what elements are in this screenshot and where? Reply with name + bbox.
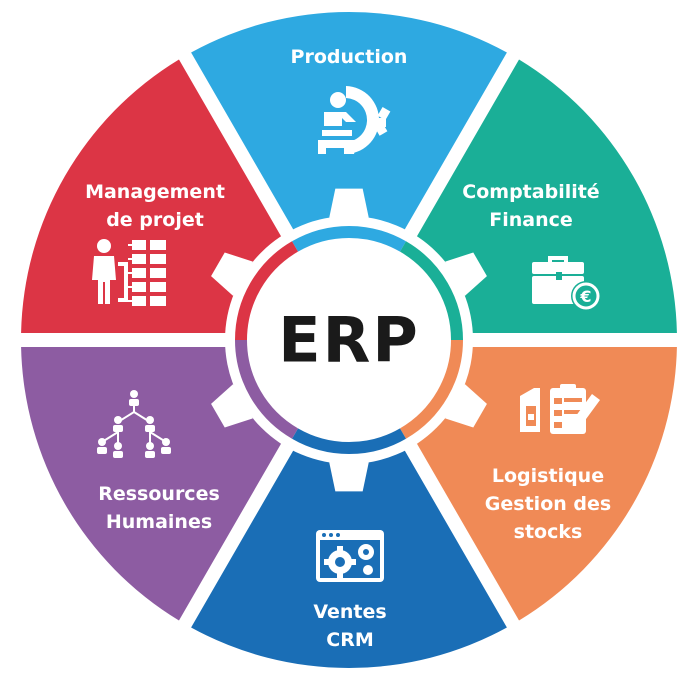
gear-tooth <box>445 384 487 428</box>
segment-label-line: Humaines <box>105 511 213 533</box>
gear-tooth <box>211 384 253 428</box>
segment-label-finance: Comptabilité Finance <box>462 178 599 234</box>
hub-ring-arc-hr <box>235 339 299 439</box>
segment-label-line: Production <box>290 46 408 68</box>
hub-ring-arc-logistics <box>399 339 463 439</box>
segment-label-project: Management de projet <box>85 178 225 234</box>
person-icon <box>129 390 139 406</box>
segment-label-line: CRM <box>326 629 374 651</box>
org-chart-people-icon <box>97 390 171 458</box>
segment-label-line: Finance <box>489 209 573 231</box>
browser-gears-icon <box>316 530 384 582</box>
hub-ring-arc-production <box>292 226 406 252</box>
hub <box>225 216 473 464</box>
hub-center-disc <box>251 242 447 438</box>
segment-label-line: Gestion des <box>484 493 612 515</box>
segment-label-line: Logistique <box>491 465 605 487</box>
segment-label-line: de projet <box>106 209 204 231</box>
gear-tooth <box>211 252 253 296</box>
segment-label-production: Production <box>291 43 408 71</box>
segment-label-line: Ressources <box>98 483 220 505</box>
person-icon <box>145 442 155 458</box>
segment-logistics <box>415 346 677 621</box>
segment-project <box>21 59 283 334</box>
segment-label-hr: Ressources Humaines <box>98 480 220 536</box>
segment-label-line: stocks <box>513 521 583 543</box>
warehouse-clipboard-icon <box>520 384 600 434</box>
hub-ring-arc-project <box>235 241 299 341</box>
hub-ring-arc-finance <box>399 241 463 341</box>
segment-finance <box>415 59 677 334</box>
gear-tooth <box>329 188 369 218</box>
gear-tooth <box>445 252 487 296</box>
segment-label-sales: Ventes CRM <box>313 598 386 654</box>
gear-tooth <box>329 462 369 492</box>
engineer-gear-icon <box>318 86 391 155</box>
segment-label-line: Management <box>85 181 225 203</box>
segment-label-logistics: Logistique Gestion des stocks <box>485 462 611 546</box>
erp-title: ERP <box>278 303 420 377</box>
person-icon <box>113 416 123 432</box>
briefcase-euro-icon: € <box>532 256 601 311</box>
segment-hr <box>21 346 283 621</box>
svg-text:€: € <box>579 287 591 306</box>
hub-ring-arc-sales <box>292 428 406 454</box>
manager-hierarchy-icon <box>92 239 166 306</box>
person-icon <box>145 416 155 432</box>
segment-label-line: Comptabilité <box>462 181 600 203</box>
person-icon <box>113 442 123 458</box>
segment-label-line: Ventes <box>313 601 387 623</box>
